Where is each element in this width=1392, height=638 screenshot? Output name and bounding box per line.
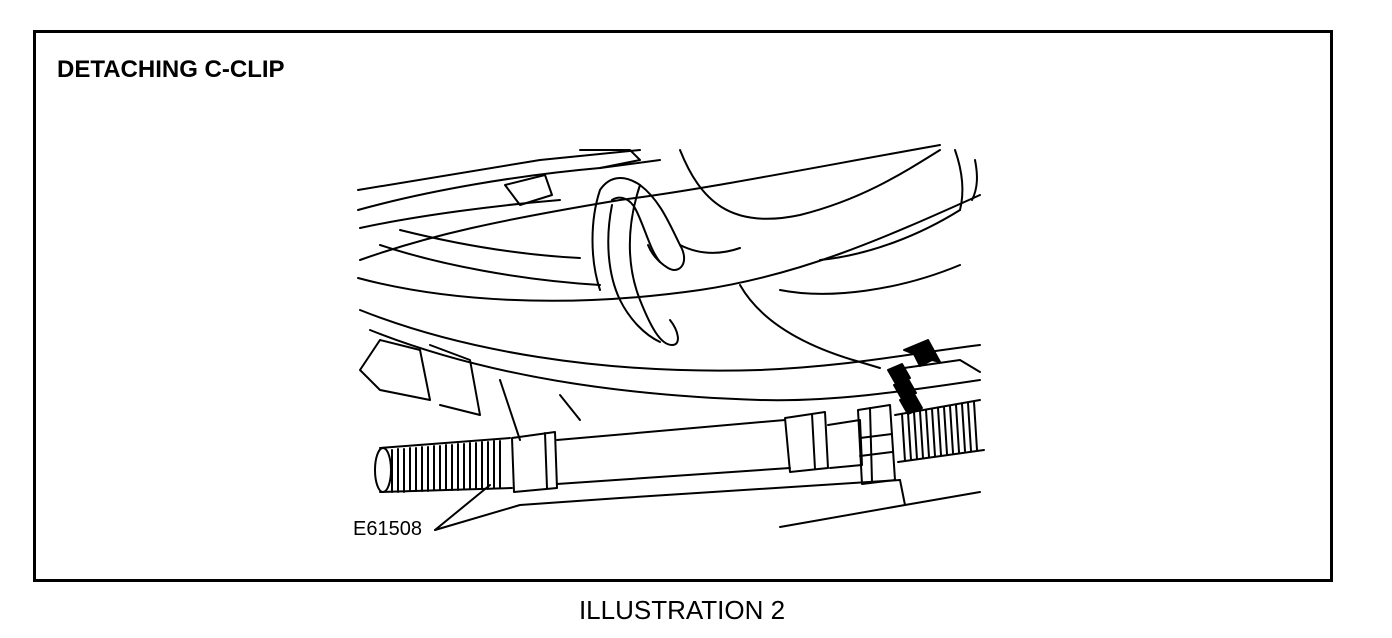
illustration-frame [33,30,1333,582]
figure-heading: DETACHING C-CLIP [57,56,285,83]
upward-direction-arrow [887,339,941,415]
leader-lines [434,479,981,531]
c-clip-line-drawing [357,144,985,531]
c-clip [591,177,741,346]
fuel-pipe-assembly [374,399,985,493]
vehicle-underbody [357,144,981,441]
figure-reference-id: E61508 [353,518,422,540]
illustration-caption: ILLUSTRATION 2 [578,595,786,625]
